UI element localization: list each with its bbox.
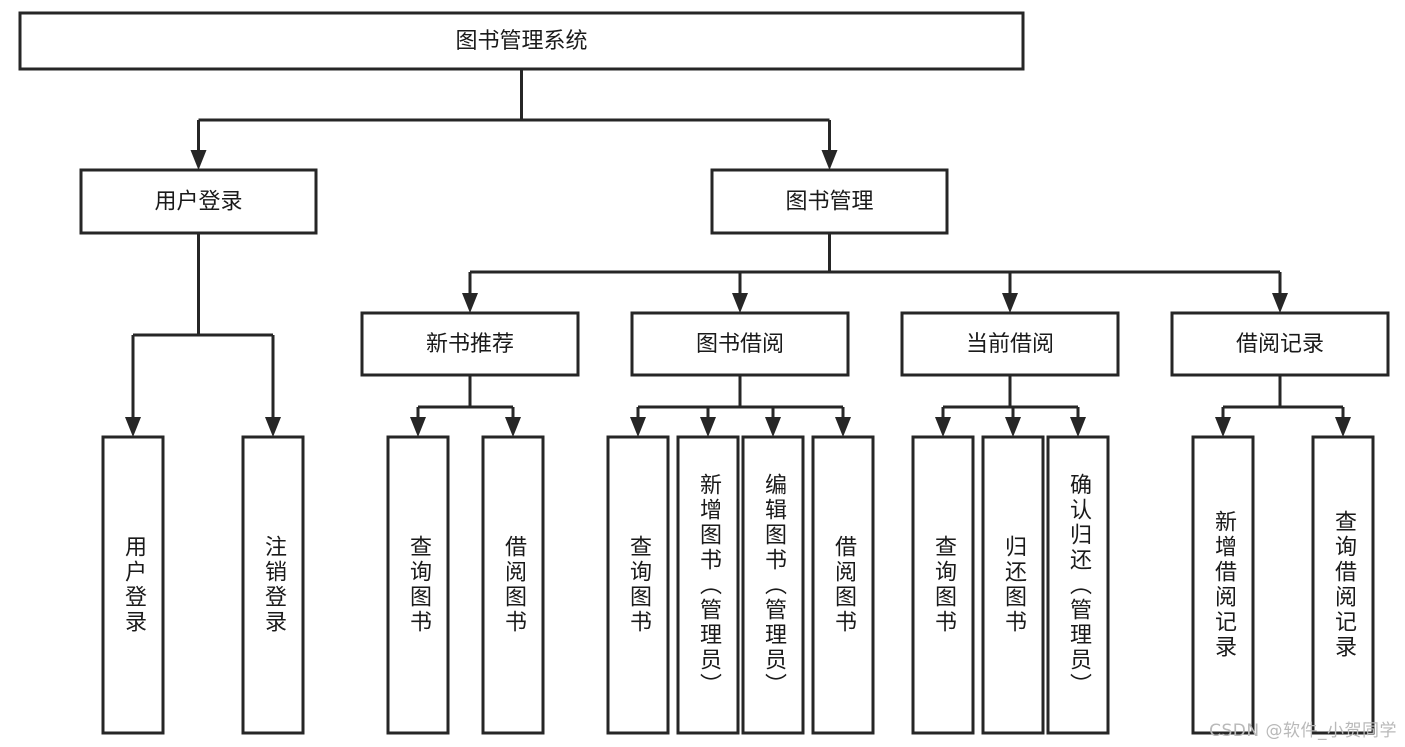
nodes-layer: [18, 11, 1390, 735]
node-box-leaf-query-book-2[interactable]: [606, 435, 670, 735]
arrow-head-icon-borrow-record: [1272, 293, 1288, 313]
node-box-leaf-return-book[interactable]: [981, 435, 1045, 735]
node-box-current-borrow[interactable]: [900, 311, 1120, 377]
arrow-head-icon-leaf-add-book: [700, 417, 716, 437]
arrow-head-icon-leaf-user-logout: [265, 417, 281, 437]
node-label-book-manage: 图书管理: [785, 190, 873, 215]
node-box-leaf-query-book-1[interactable]: [386, 435, 450, 735]
edges-layer: [125, 69, 1351, 437]
arrow-head-icon-leaf-borrow-book-1: [505, 417, 521, 437]
node-box-book-borrow[interactable]: [630, 311, 850, 377]
arrow-head-icon-user-login: [190, 150, 207, 170]
node-label-book-borrow: 图书借阅: [696, 332, 784, 357]
node-box-leaf-edit-book[interactable]: [741, 435, 805, 735]
node-box-leaf-confirm-return[interactable]: [1046, 435, 1110, 735]
node-label-borrow-record: 借阅记录: [1236, 332, 1324, 357]
node-box-leaf-borrow-book-1[interactable]: [481, 435, 545, 735]
arrow-head-icon-leaf-query-book-2: [630, 417, 646, 437]
arrow-head-icon-book-borrow: [732, 293, 748, 313]
node-box-user-login[interactable]: [79, 168, 318, 235]
watermark-text: CSDN @软件_小贺同学: [1209, 721, 1397, 741]
arrow-head-icon-current-borrow: [1002, 293, 1018, 313]
arrow-head-icon-leaf-query-record: [1335, 417, 1351, 437]
node-label-current-borrow: 当前借阅: [966, 332, 1054, 357]
node-box-book-manage[interactable]: [710, 168, 949, 235]
node-box-leaf-user-login[interactable]: [101, 435, 165, 735]
node-box-leaf-query-record[interactable]: [1311, 435, 1375, 735]
arrow-head-icon-leaf-add-record: [1215, 417, 1231, 437]
arrow-head-icon-leaf-edit-book: [765, 417, 781, 437]
node-box-borrow-record[interactable]: [1170, 311, 1390, 377]
node-box-leaf-add-book[interactable]: [676, 435, 740, 735]
arrow-head-icon-new-book-rec: [462, 293, 478, 313]
node-box-root[interactable]: [18, 11, 1025, 71]
arrow-head-icon-leaf-query-book-1: [410, 417, 426, 437]
arrow-head-icon-leaf-return-book: [1005, 417, 1021, 437]
node-box-leaf-borrow-book-2[interactable]: [811, 435, 875, 735]
arrow-head-icon-leaf-user-login: [125, 417, 141, 437]
arrow-head-icon-leaf-confirm-return: [1070, 417, 1086, 437]
arrow-head-icon-leaf-query-book-3: [935, 417, 951, 437]
node-box-leaf-query-book-3[interactable]: [911, 435, 975, 735]
node-box-leaf-user-logout[interactable]: [241, 435, 305, 735]
node-box-leaf-add-record[interactable]: [1191, 435, 1255, 735]
arrow-head-icon-book-manage: [821, 150, 838, 170]
arrow-head-icon-leaf-borrow-book-2: [835, 417, 851, 437]
node-box-new-book-rec[interactable]: [360, 311, 580, 377]
node-label-root: 图书管理系统: [455, 29, 587, 54]
node-label-new-book-rec: 新书推荐: [426, 332, 514, 357]
node-label-user-login: 用户登录: [154, 190, 242, 215]
